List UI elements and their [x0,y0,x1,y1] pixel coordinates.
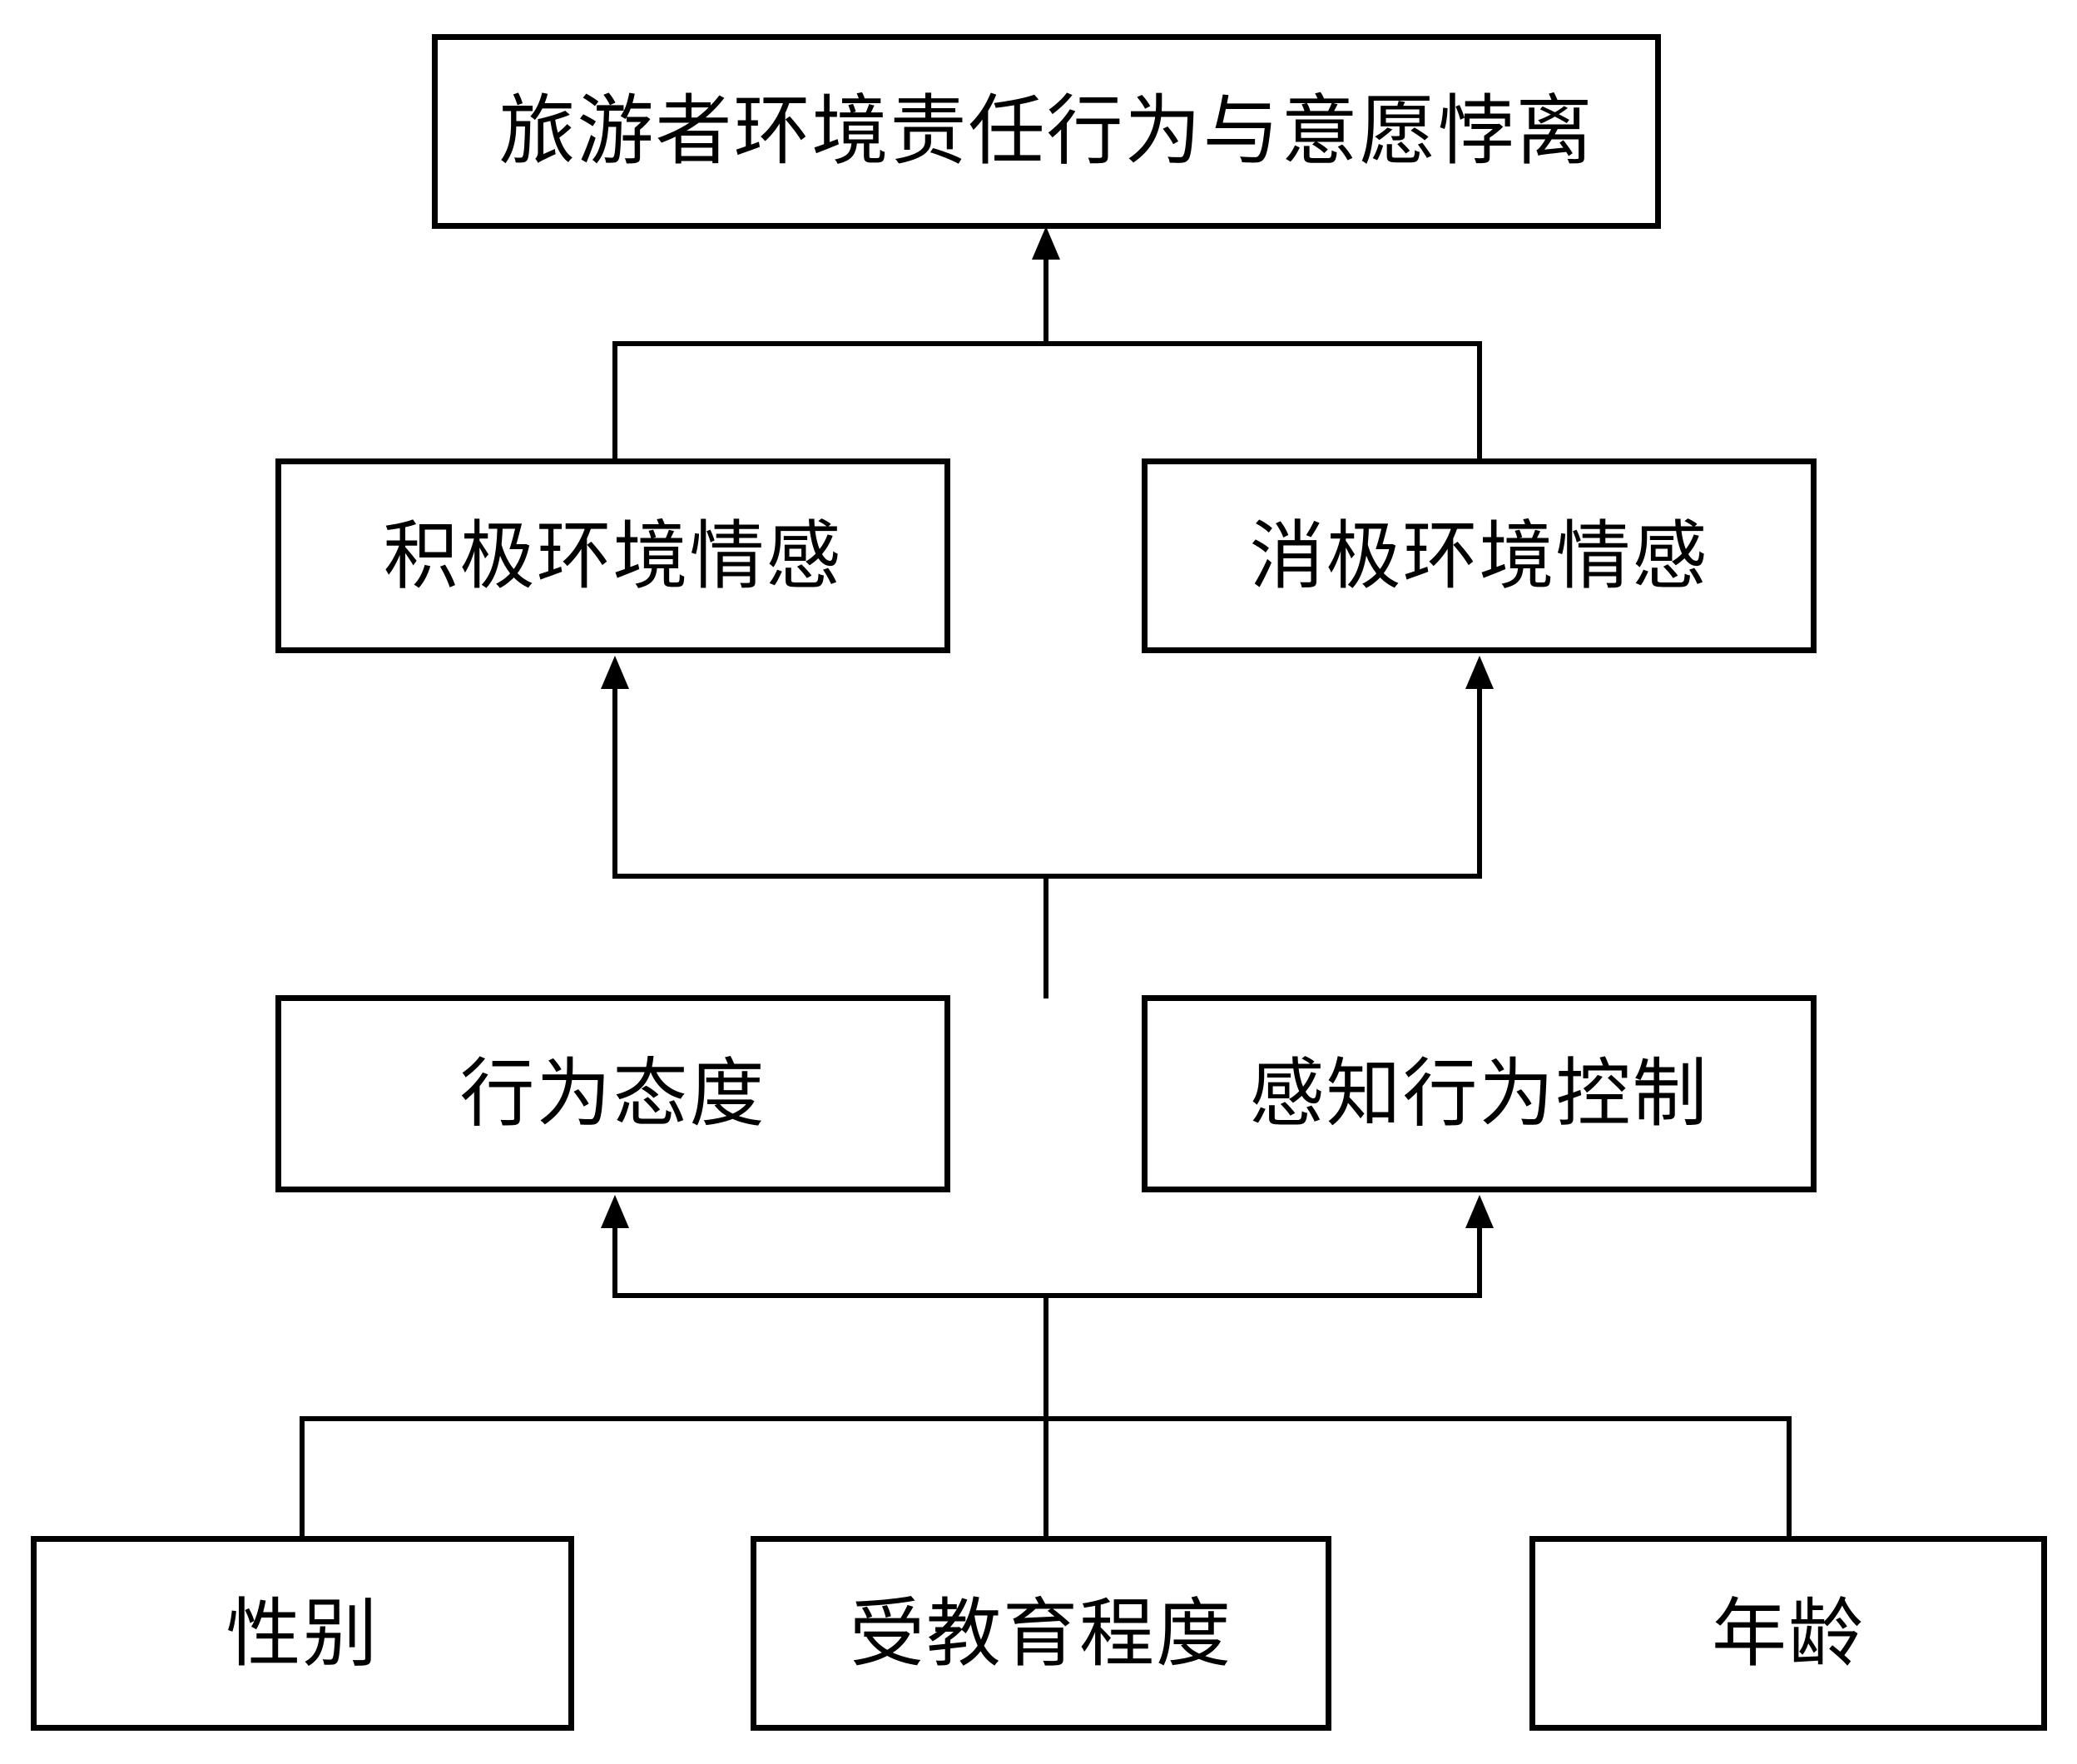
connector-tpb-to-positive-emotion-riser [612,687,617,877]
node-behavioral-attitude-label: 行为态度 [459,1050,766,1137]
arrowhead-to-perceived-behavioral-control-icon [1465,1195,1494,1228]
node-gender-label: 性别 [226,1589,379,1677]
arrowhead-to-behavioral-attitude-icon [601,1195,629,1228]
node-outcome-label: 旅游者环境责任行为与意愿悖离 [498,87,1594,176]
node-perceived-behavioral-control-label: 感知行为控制 [1249,1050,1709,1137]
node-education-label: 受教育程度 [850,1589,1232,1677]
arrowhead-to-positive-emotion-icon [601,656,629,689]
connector-gender-leg [300,1416,305,1539]
node-behavioral-attitude[interactable]: 行为态度 [275,995,950,1192]
connector-age-leg [1787,1416,1792,1539]
node-negative-emotion-label: 消极环境情感 [1249,512,1709,600]
node-age[interactable]: 年龄 [1529,1536,2047,1731]
connector-demographics-trunk [1043,1293,1048,1422]
node-age-label: 年龄 [1712,1589,1865,1677]
connector-demographics-to-attitude-riser [612,1226,617,1298]
node-positive-emotion-label: 积极环境情感 [383,512,843,600]
connector-education-leg [1043,1416,1048,1539]
node-positive-emotion[interactable]: 积极环境情感 [275,458,950,653]
node-education[interactable]: 受教育程度 [751,1536,1331,1731]
node-outcome[interactable]: 旅游者环境责任行为与意愿悖离 [432,34,1661,229]
arrowhead-to-negative-emotion-icon [1465,656,1494,689]
connector-demographics-to-pbc-riser [1477,1226,1482,1298]
node-perceived-behavioral-control[interactable]: 感知行为控制 [1142,995,1817,1192]
connector-emotions-to-outcome-stem [1043,258,1048,344]
connector-tpb-to-negative-emotion-riser [1477,687,1482,877]
connector-positive-emotion-riser [612,341,617,462]
node-negative-emotion[interactable]: 消极环境情感 [1142,458,1817,653]
node-gender[interactable]: 性别 [31,1536,574,1731]
connector-negative-emotion-riser [1477,341,1482,462]
arrowhead-to-outcome-icon [1032,226,1060,260]
connector-demographics-to-tpb-stem-upper [1043,874,1048,998]
